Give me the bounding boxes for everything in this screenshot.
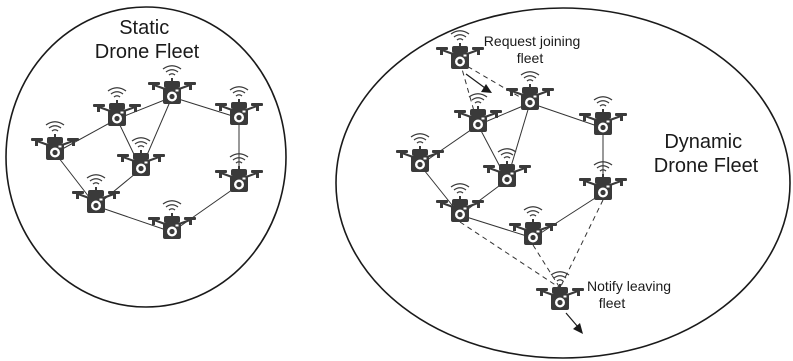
dynamic-fleet: Dynamic Drone Fleet Request joining flee…	[335, 7, 791, 359]
link	[171, 96, 240, 119]
leave-notification-label-line-2: fleet	[599, 295, 626, 311]
join-request-label: Request joining fleet	[484, 33, 584, 66]
join-motion-arrow	[465, 73, 492, 93]
link	[532, 192, 604, 239]
join-link	[459, 61, 531, 104]
static-fleet-title-line-2: Drone Fleet	[95, 41, 200, 63]
static-fleet-title-line-1: Static	[119, 17, 169, 39]
link	[529, 102, 604, 129]
join-request-label-line-1: Request joining	[484, 33, 581, 49]
leave-link	[459, 221, 561, 289]
link	[171, 184, 240, 233]
leave-motion-arrow	[565, 312, 583, 334]
static-fleet: Static Drone Fleet	[5, 6, 287, 308]
link	[459, 214, 534, 239]
dynamic-fleet-title-line-1: Dynamic	[664, 131, 742, 153]
link	[54, 118, 118, 154]
dynamic-fleet-title: Dynamic Drone Fleet	[654, 131, 759, 177]
leave-notification-label-line-1: Notify leaving	[587, 278, 671, 294]
link	[116, 96, 173, 120]
link	[95, 205, 173, 233]
join-request-label-line-2: fleet	[517, 50, 544, 66]
link	[419, 124, 479, 166]
static-fleet-title: Static Drone Fleet	[95, 17, 200, 63]
dynamic-fleet-boundary	[335, 7, 791, 359]
dynamic-fleet-title-line-2: Drone Fleet	[654, 155, 759, 177]
leave-notification-label: Notify leaving fleet	[587, 278, 675, 311]
